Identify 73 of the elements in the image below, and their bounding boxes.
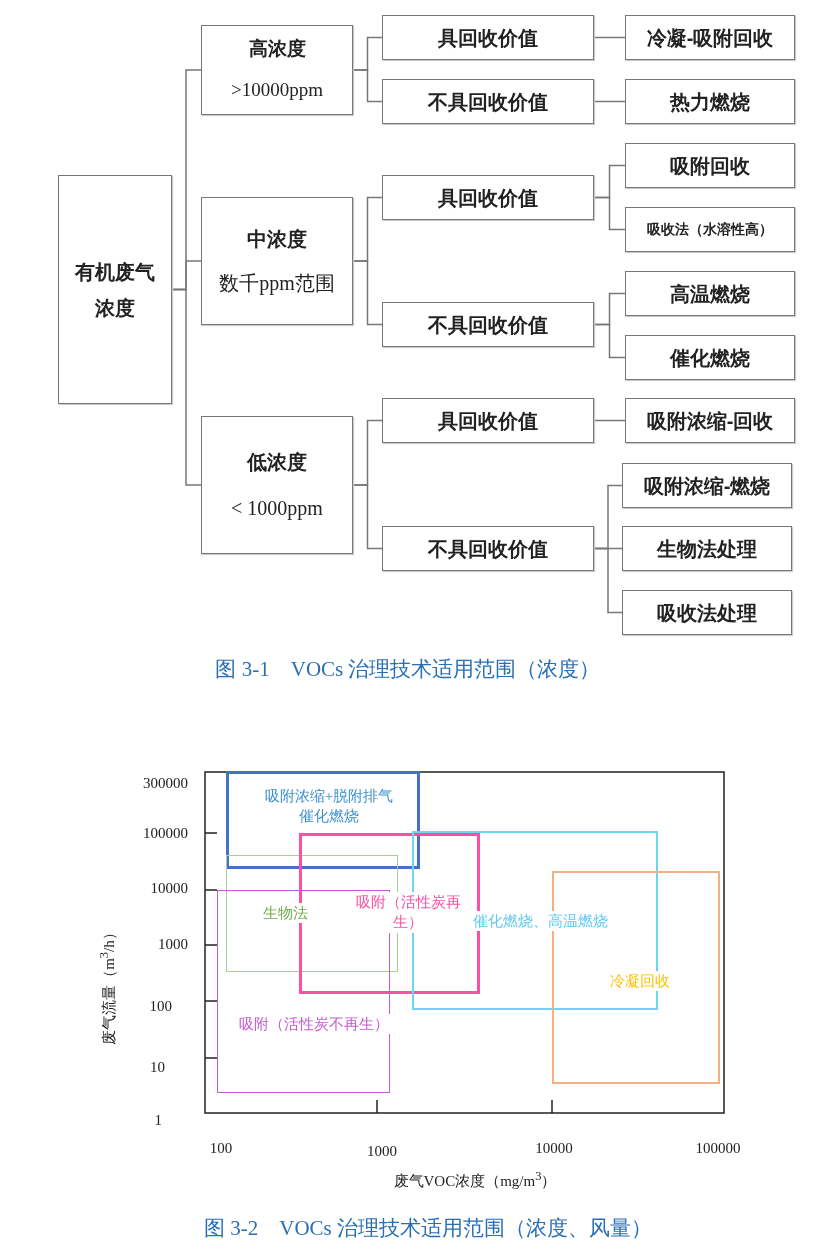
tick-label: 100: [149, 998, 172, 1015]
connector-line: [593, 36, 626, 39]
range-rectangle: [217, 890, 390, 1093]
connector-line: [352, 260, 383, 326]
connector-line: [352, 484, 383, 550]
box-label: 低浓度: [247, 450, 307, 474]
category-box: [382, 79, 594, 124]
tick-label: 1000: [367, 1143, 397, 1160]
category-box: [201, 197, 353, 325]
category-box: [622, 526, 792, 571]
category-box: [625, 79, 795, 124]
connector-line: [352, 69, 383, 103]
box-label: 不具回收价值: [428, 536, 548, 561]
tick-label: 10: [150, 1059, 165, 1076]
box-label: 不具回收价值: [428, 89, 548, 114]
connector-line: [593, 196, 626, 231]
category-box: [201, 25, 353, 115]
category-box: [382, 398, 594, 443]
box-label: 吸附浓缩-回收: [646, 408, 774, 433]
box-label: 数千ppm范围: [219, 271, 335, 295]
figure-caption: 图 3-2 VOCs 治理技术适用范围（浓度、风量）: [204, 1215, 652, 1242]
box-label: < 1000ppm: [231, 496, 323, 520]
category-box: [625, 15, 795, 60]
box-label: >10000ppm: [231, 79, 323, 102]
box-label: 热力燃烧: [670, 89, 750, 114]
category-box: [622, 590, 792, 635]
range-label: 吸附（活性炭不再生）: [237, 1014, 391, 1035]
category-box: [625, 271, 795, 316]
range-label: 生物法: [260, 903, 310, 924]
connector-line: [593, 323, 626, 359]
tick-label: 100: [209, 1140, 233, 1157]
box-label: 吸附浓缩-燃烧: [643, 473, 771, 498]
category-box: [382, 302, 594, 347]
box-label: 吸附回收: [670, 153, 750, 178]
figure-caption: 图 3-1 VOCs 治理技术适用范围（浓度）: [215, 656, 601, 683]
tick-label: 300000: [143, 775, 188, 792]
category-box: [382, 15, 594, 60]
box-label: 吸收法（水溶性高）: [647, 221, 773, 238]
box-label: 具回收价值: [438, 185, 538, 210]
box-label: 催化燃烧: [670, 345, 750, 370]
connector-line: [171, 288, 202, 486]
box-label: 中浓度: [247, 227, 307, 251]
category-box: [201, 416, 353, 554]
category-box: [625, 207, 795, 252]
box-label: 具回收价值: [438, 408, 538, 433]
box-label: 冷凝-吸附回收: [646, 25, 774, 50]
category-box: [625, 335, 795, 380]
category-box: [58, 175, 172, 404]
tick-label: 10000: [150, 880, 188, 897]
tick-label: 10000: [535, 1140, 573, 1157]
connector-line: [593, 547, 623, 614]
box-label: 高温燃烧: [670, 281, 750, 306]
tick-label: 100000: [695, 1140, 741, 1157]
category-box: [382, 526, 594, 571]
category-box: [625, 143, 795, 188]
axis-title: 废气VOC浓度（mg/m$^{3}$）: [393, 1169, 557, 1191]
range-rectangle: [226, 771, 420, 869]
box-label: 不具回收价值: [428, 312, 548, 337]
tick-label: 1000: [158, 936, 188, 953]
range-label: 催化燃烧、高温燃烧: [470, 911, 610, 932]
box-label: 有机废气浓度: [74, 259, 156, 321]
category-box: [625, 398, 795, 443]
connector-line: [593, 100, 626, 103]
category-box: [382, 175, 594, 220]
category-box: [622, 463, 792, 508]
connector-line: [593, 419, 626, 422]
range-label: 冷凝回收: [608, 971, 672, 992]
box-label: 高浓度: [248, 38, 306, 61]
box-label: 吸收法处理: [657, 600, 757, 625]
tick-label: 1: [154, 1112, 162, 1129]
tick-label: 100000: [143, 825, 188, 842]
box-label: 具回收价值: [438, 25, 538, 50]
box-label: 生物法处理: [657, 536, 757, 561]
